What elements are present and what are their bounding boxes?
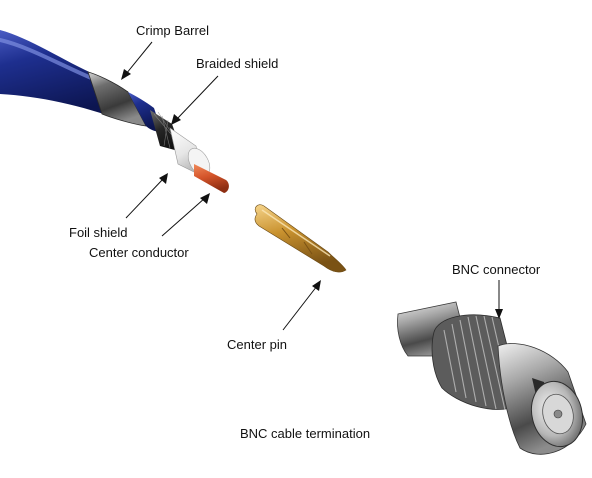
label-center-pin: Center pin <box>227 337 287 352</box>
arrow-center-pin <box>282 285 318 331</box>
label-braided-shield: Braided shield <box>196 56 279 71</box>
label-foil-shield: Foil shield <box>69 225 128 240</box>
label-bnc-connector: BNC connector <box>452 262 541 277</box>
label-center-conductor: Center conductor <box>89 245 189 260</box>
arrow-foil-shield <box>125 177 165 219</box>
connector-face-pin <box>553 409 563 419</box>
coax-cable <box>0 30 229 193</box>
leader-arrows <box>121 41 503 331</box>
diagram-caption: BNC cable termination <box>240 426 371 441</box>
arrow-center-conductor <box>161 197 206 237</box>
cable-jacket <box>0 30 122 120</box>
cable-jacket-highlight <box>0 38 98 82</box>
arrow-crimp-barrel <box>125 41 153 75</box>
center-pin-part <box>254 204 347 273</box>
bnc-connector-part <box>397 301 587 455</box>
label-crimp-barrel: Crimp Barrel <box>136 23 209 38</box>
center-conductor-part <box>194 164 229 193</box>
arrow-braided-shield <box>175 75 219 121</box>
